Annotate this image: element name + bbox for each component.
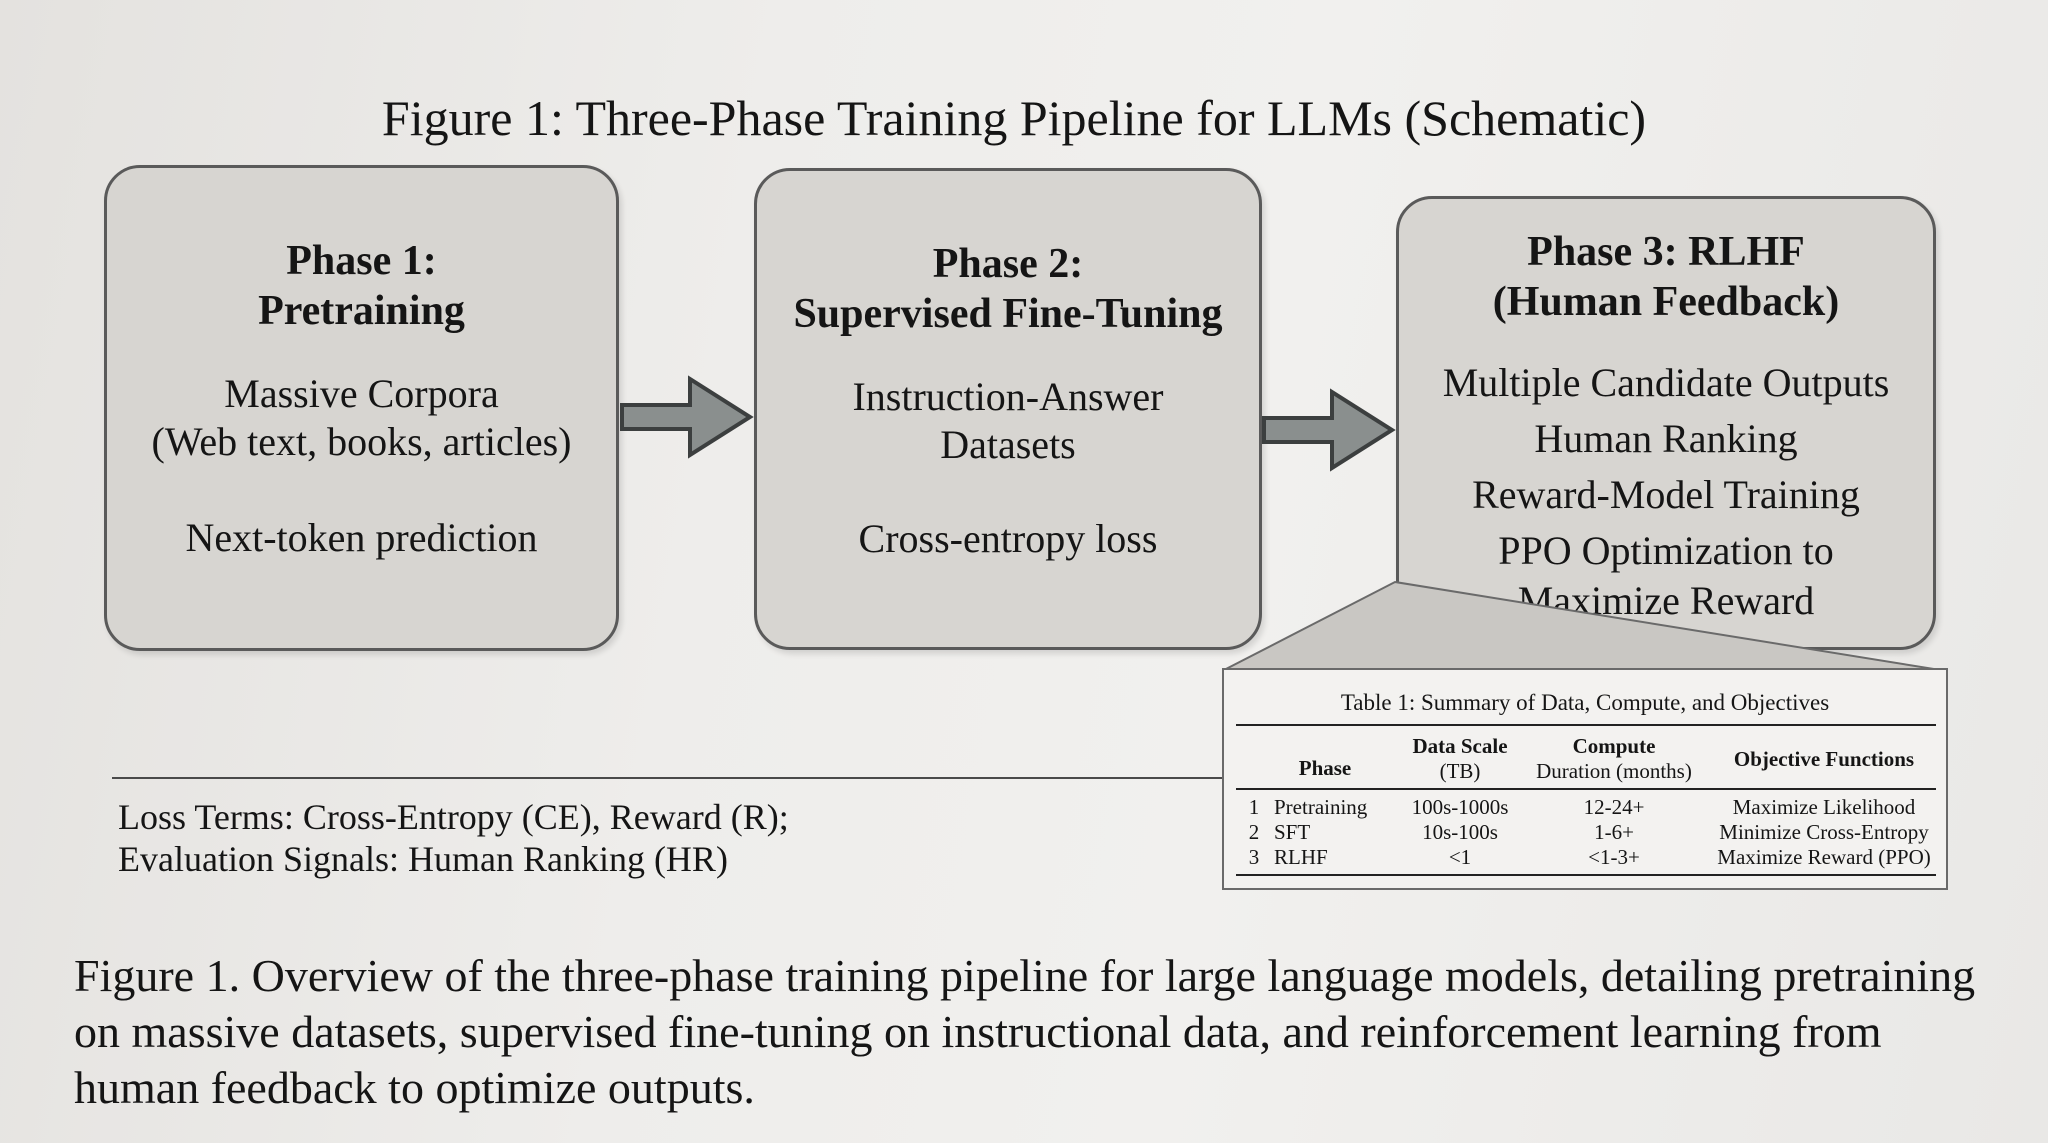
header-compute: Compute <box>1572 734 1656 758</box>
phase-2-objective: Cross-entropy loss <box>858 516 1158 561</box>
loss-terms-line: Loss Terms: Cross-Entropy (CE), Reward (… <box>118 797 789 837</box>
phase-2-body-line-1: Instruction-Answer <box>852 374 1164 419</box>
evaluation-signals-line: Evaluation Signals: Human Ranking (HR) <box>118 839 728 879</box>
table-header-rule <box>1236 788 1936 790</box>
row-3-number: 3 <box>1248 845 1260 869</box>
phase-3-body-line-4: PPO Optimization to <box>1498 528 1834 573</box>
arrow-phase-2-to-3 <box>1262 388 1396 472</box>
phase-3-body-line-1: Multiple Candidate Outputs <box>1442 360 1890 405</box>
row-3-data-scale: <1 <box>1448 845 1472 869</box>
loss-terms-legend: Loss Terms: Cross-Entropy (CE), Reward (… <box>118 796 789 880</box>
phase-1-title-line-2: Pretraining <box>258 288 465 334</box>
figure-caption: Figure 1. Overview of the three-phase tr… <box>74 950 1976 1113</box>
row-2-objective: Minimize Cross-Entropy <box>1719 820 1929 844</box>
row-2-compute: 1-6+ <box>1594 820 1634 844</box>
phase-3-title-line-1: Phase 3: RLHF <box>1527 229 1805 275</box>
row-1-objective: Maximize Likelihood <box>1732 795 1916 819</box>
header-compute-unit: Duration (months) <box>1536 759 1692 783</box>
phase-1-body-line-1: Massive Corpora <box>224 371 499 416</box>
row-1-compute: 12-24+ <box>1583 795 1645 819</box>
row-1-number: 1 <box>1248 795 1260 819</box>
arrow-phase-1-to-2 <box>620 375 754 459</box>
header-data-scale-unit: (TB) <box>1439 759 1481 783</box>
phase-2-box: Phase 2: Supervised Fine-Tuning Instruct… <box>754 168 1262 650</box>
row-1-data-scale: 100s-1000s <box>1411 795 1509 819</box>
phase-3-body-line-3: Reward-Model Training <box>1472 472 1860 517</box>
phase-2-title-line-1: Phase 2: <box>932 241 1084 287</box>
phase-2-body-line-2: Datasets <box>940 422 1076 467</box>
row-2-data-scale: 10s-100s <box>1422 820 1498 844</box>
phase-2-title-line-2: Supervised Fine-Tuning <box>793 291 1223 337</box>
phase-1-title-line-1: Phase 1: <box>286 238 437 284</box>
row-3-objective: Maximize Reward (PPO) <box>1717 845 1931 869</box>
header-phase: Phase <box>1298 756 1352 780</box>
phase-1-box: Phase 1: Pretraining Massive Corpora (We… <box>104 165 619 651</box>
phase-1-objective: Next-token prediction <box>185 515 538 560</box>
summary-table: Table 1: Summary of Data, Compute, and O… <box>1222 668 1948 890</box>
row-3-phase: RLHF <box>1274 845 1328 869</box>
row-2-number: 2 <box>1248 820 1260 844</box>
table-title: Table 1: Summary of Data, Compute, and O… <box>1340 690 1830 715</box>
phase-3-body-line-2: Human Ranking <box>1534 416 1798 461</box>
phase-3-title-line-2: (Human Feedback) <box>1492 279 1840 325</box>
table-bottom-rule <box>1236 874 1936 876</box>
table-top-rule <box>1236 724 1936 726</box>
row-3-compute: <1-3+ <box>1588 845 1640 869</box>
row-2-phase: SFT <box>1274 820 1311 844</box>
table-callout-wedge <box>1223 580 1941 671</box>
legend-divider <box>112 777 1224 779</box>
phase-1-body-line-2: (Web text, books, articles) <box>151 419 572 464</box>
header-data-scale: Data Scale <box>1412 734 1508 758</box>
phase-3-box: Phase 3: RLHF (Human Feedback) Multiple … <box>1396 196 1936 650</box>
row-1-phase: Pretraining <box>1274 795 1368 819</box>
header-objective: Objective Functions <box>1733 747 1915 771</box>
figure-title: Figure 1: Three-Phase Training Pipeline … <box>381 90 1647 146</box>
